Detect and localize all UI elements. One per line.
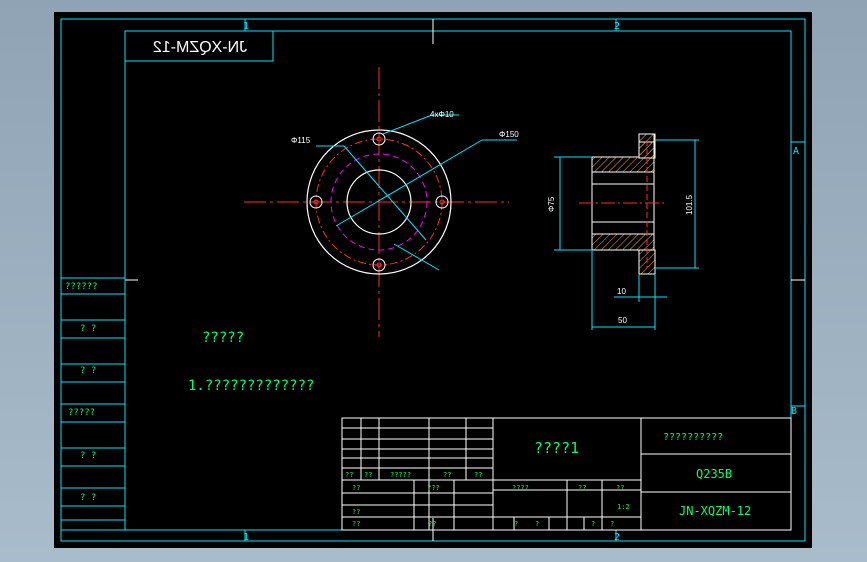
sign-label: ?? [352, 508, 360, 516]
drawing-canvas: 1 2 1 2 A B JN-XQZM-12 4xΦ10 Φ115 Φ150 [54, 12, 812, 548]
dim-10-value: 10 [617, 287, 626, 296]
sign-label: ?? [352, 484, 360, 492]
leader-outer-diameter [335, 139, 483, 227]
code-box [124, 30, 274, 62]
left-cell-4: ????? [68, 408, 95, 418]
row-label: ?? [364, 471, 372, 479]
part-name: ????1 [534, 439, 579, 457]
zone-number-top-2: 2 [614, 21, 620, 32]
outer-border [60, 18, 806, 542]
bolt-hole-center [313, 199, 319, 205]
hole-callout: 4xΦ10 [430, 110, 454, 119]
bolt-hole-center [439, 199, 445, 205]
inner-diameter-callout: Φ115 [291, 136, 311, 145]
dim-50-value: 50 [618, 316, 627, 325]
cad-drawing: 1 2 1 2 A B JN-XQZM-12 4xΦ10 Φ115 Φ150 [60, 18, 806, 543]
front-view: 4xΦ10 Φ115 Φ150 [244, 67, 519, 337]
section-view: Φ75 101.5 10 50 [547, 133, 699, 330]
bolt-circle [315, 138, 443, 266]
zone-letter-a: A [793, 146, 799, 157]
scale-value: 1:2 [617, 503, 630, 511]
left-cell-1: ?????? [65, 282, 98, 292]
notes-heading: ????? [202, 330, 244, 346]
zone-number-bottom-2: 2 [614, 532, 620, 543]
flange-outer-circle [306, 129, 452, 275]
leader-outer-diameter-end [393, 243, 440, 271]
mirrored-code-text: JN-XQZM-12 [153, 39, 247, 56]
sheet-label: ? [591, 520, 595, 528]
hidden-circle [330, 153, 428, 251]
zone-number-bottom-1: 1 [243, 532, 249, 543]
leader-inner-diameter [343, 145, 427, 241]
left-column-table: ?????? ? ? ? ? ????? ? ? ? ? [60, 277, 126, 531]
row-label: ?? [443, 471, 451, 479]
row-label: ?? [474, 471, 482, 479]
dim-right-value: 101.5 [685, 194, 694, 215]
leader-hole [382, 114, 433, 135]
row-label: ?? [345, 471, 353, 479]
sign-label: ?? [352, 520, 360, 528]
sheet-label: ? [535, 520, 539, 528]
mirrored-code: JN-XQZM-12 [153, 39, 247, 56]
scale-label: ?? [616, 484, 624, 492]
sheet-label: ? [610, 520, 614, 528]
bolt-hole-center [376, 262, 382, 268]
zone-letter-b: B [791, 406, 797, 417]
dim-left-value: Φ75 [547, 196, 556, 212]
left-cell-5: ? ? [80, 451, 96, 461]
left-cell-2: ? ? [80, 324, 96, 334]
zone-number-top-1: 1 [243, 21, 249, 32]
sign-label: ??? [427, 484, 440, 492]
bolt-hole-top [372, 132, 386, 146]
sheet-label: ? [514, 520, 518, 528]
bolt-hole-bottom [372, 258, 386, 272]
section-lower-wall [591, 233, 655, 251]
left-cell-3: ? ? [80, 366, 96, 376]
weight-label: ?? [578, 484, 586, 492]
inner-border [124, 30, 792, 531]
left-cell-6: ? ? [80, 493, 96, 503]
notes-line-1: 1.????????????? [188, 378, 314, 394]
bolt-hole-left [309, 195, 323, 209]
outer-diameter-callout: Φ150 [499, 130, 519, 139]
company-name: ?????????? [663, 432, 723, 443]
row-label: ????? [390, 471, 411, 479]
sign-label: ?? [428, 520, 436, 528]
stage-label: ???? [512, 484, 529, 492]
bore-circle [346, 169, 412, 235]
bolt-hole-center [376, 136, 382, 142]
drawing-number: JN-XQZM-12 [679, 504, 751, 518]
title-block: ????1 ?????????? Q235B JN-XQZM-12 ?? ?? … [341, 417, 792, 531]
material: Q235B [696, 467, 732, 481]
bolt-hole-right [435, 195, 449, 209]
